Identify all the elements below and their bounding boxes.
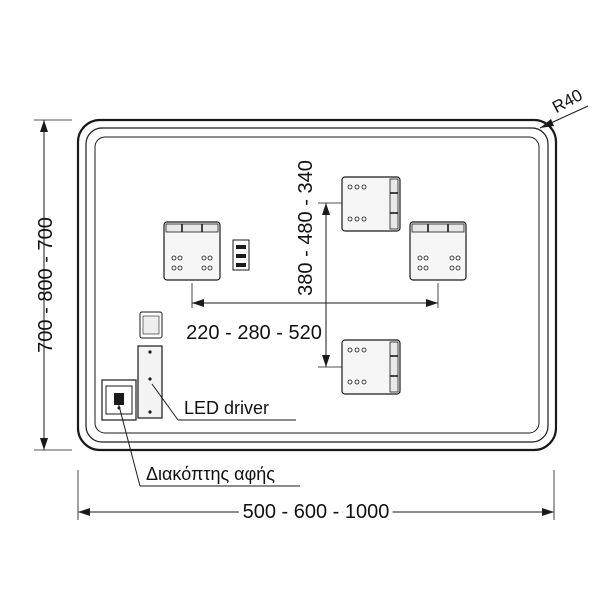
vertical-spacing-line — [318, 202, 342, 368]
led-driver — [137, 345, 163, 419]
touch-switch-label: Διακόπτης αφής — [146, 464, 275, 484]
horizontal-spacing-line — [191, 283, 439, 308]
radius-leader — [539, 105, 589, 129]
led-driver-label: LED driver — [184, 398, 269, 418]
height-dimension-line — [34, 119, 72, 451]
touch-switch — [101, 379, 137, 421]
connector-box — [232, 239, 250, 271]
mounting-bracket-top — [341, 176, 401, 232]
mirror-frame — [76, 118, 558, 452]
led-driver-leader — [151, 383, 296, 421]
vertical-spacing-label: 380 - 480 - 340 — [295, 160, 317, 296]
mounting-bracket-right — [409, 221, 467, 281]
mounting-bracket-left — [163, 221, 221, 281]
corner-radius-label: R40 — [549, 85, 585, 116]
width-dimension-line — [77, 470, 555, 520]
touch-switch-leader — [117, 401, 300, 487]
horizontal-spacing-label: 220 - 280 - 520 — [186, 322, 322, 344]
height-dimension-label: 700 - 800 - 700 — [35, 217, 57, 353]
mounting-bracket-bottom — [341, 339, 401, 395]
power-plug — [139, 311, 163, 339]
width-dimension-label: 500 - 600 - 1000 — [243, 501, 390, 523]
